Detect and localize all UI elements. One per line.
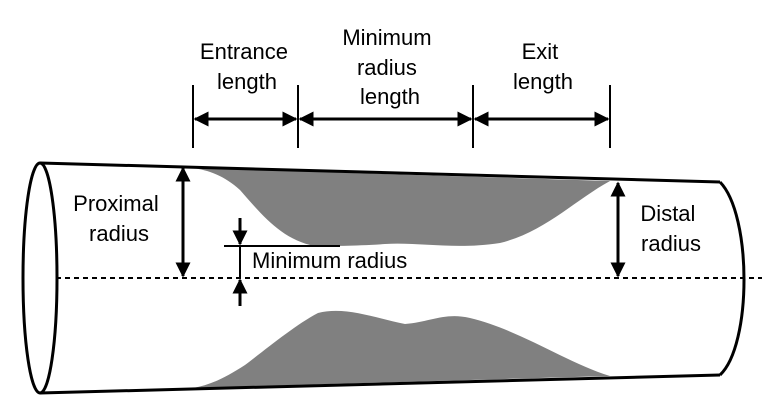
minimum-radius-length-label: Minimum radius length <box>342 25 437 109</box>
exit-length-label: Exit length <box>513 39 573 94</box>
proximal-radius-label: Proximal radius <box>73 191 165 246</box>
lower-plaque <box>193 310 610 388</box>
entrance-length-label: Entrance length <box>200 39 294 94</box>
vessel-proximal-opening <box>21 161 59 395</box>
upper-plaque <box>193 168 610 246</box>
vessel-top-wall <box>39 161 721 184</box>
vessel-bottom-wall <box>39 373 721 395</box>
minimum-radius-label: Minimum radius <box>252 248 407 273</box>
distal-radius-label: Distal radius <box>640 201 701 256</box>
vessel-distal-end <box>718 180 746 377</box>
